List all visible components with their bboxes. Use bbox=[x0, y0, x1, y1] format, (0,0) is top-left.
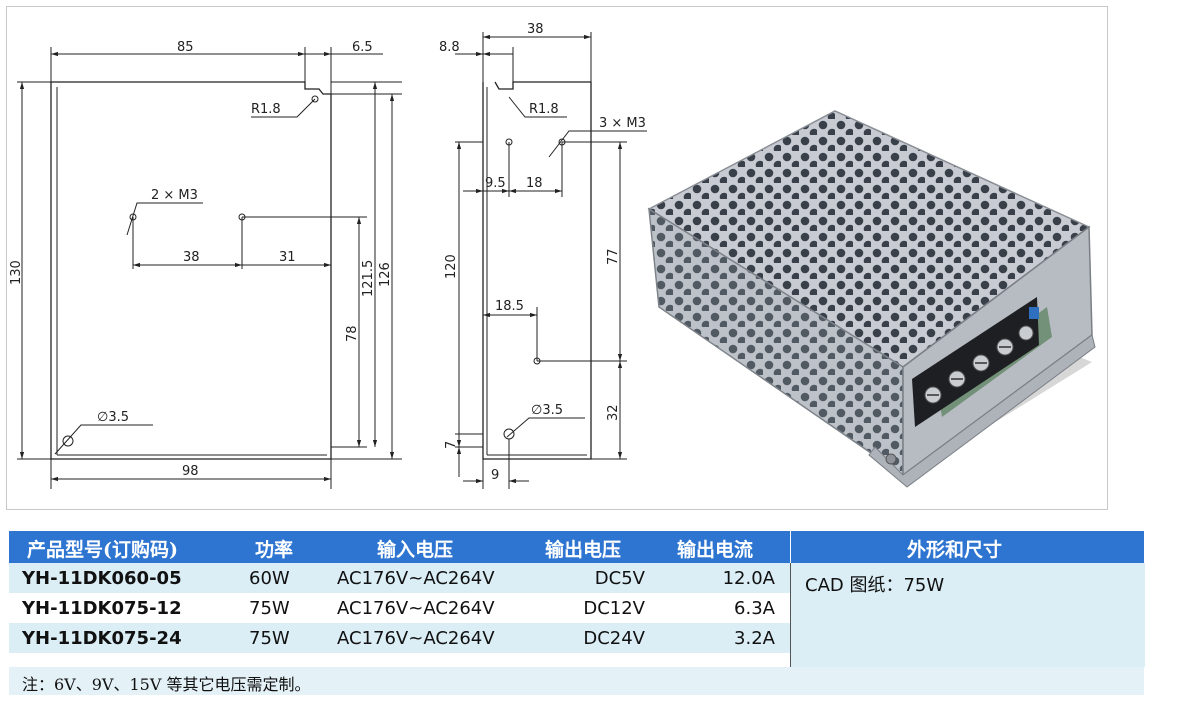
dim-120: 120 bbox=[444, 254, 459, 279]
table-header: 产品型号(订购码) 功率 输入电压 输出电压 输出电流 外形和尺寸 bbox=[9, 531, 1144, 563]
dim-130: 130 bbox=[9, 260, 24, 285]
dim-9-5: 9.5 bbox=[485, 176, 506, 191]
header-output-voltage: 输出电压 bbox=[545, 539, 622, 561]
header-input-voltage: 输入电压 bbox=[377, 539, 454, 561]
cell-input: AC176V~AC264V bbox=[337, 628, 495, 649]
dim-6-5: 6.5 bbox=[352, 40, 373, 55]
table-row: YH-11DK060-05 60W AC176V~AC264V DC5V 12.… bbox=[9, 563, 790, 593]
dimension-drawing: 85 6.5 R1.8 2 × M3 38 31 121.5 126 130 7… bbox=[9, 22, 1096, 489]
spec-table: 产品型号(订购码) 功率 输入电压 输出电压 输出电流 外形和尺寸 YH-11D… bbox=[9, 531, 1145, 667]
cell-output-voltage: DC12V bbox=[583, 598, 645, 619]
power-supply-photo bbox=[647, 110, 1096, 488]
footnote: 注：6V、9V、15V 等其它电压需定制。 bbox=[9, 667, 1144, 695]
side-view-drawing bbox=[455, 32, 647, 489]
table-row: YH-11DK075-24 75W AC176V~AC264V DC24V 3.… bbox=[9, 623, 790, 653]
dim-7: 7 bbox=[444, 441, 459, 449]
top-view-dims: 85 6.5 R1.8 2 × M3 38 31 121.5 126 130 7… bbox=[9, 40, 393, 479]
dim-98: 98 bbox=[182, 464, 199, 479]
cell-power: 60W bbox=[249, 568, 290, 589]
cell-output-voltage: DC5V bbox=[594, 568, 645, 589]
cad-drawing-link[interactable]: CAD 图纸：75W bbox=[805, 575, 945, 596]
drawing-panel: 85 6.5 R1.8 2 × M3 38 31 121.5 126 130 7… bbox=[6, 6, 1108, 510]
cell-power: 75W bbox=[249, 598, 290, 619]
side-view-dims: 8.8 38 R1.8 3 × M3 9.5 18 120 77 18.5 ∅3… bbox=[439, 22, 646, 483]
header-divider bbox=[790, 531, 791, 563]
dim-18: 18 bbox=[526, 176, 543, 191]
dim-side-hole-3-5: ∅3.5 bbox=[531, 403, 563, 418]
dim-3xm3: 3 × M3 bbox=[599, 116, 646, 131]
header-output-current: 输出电流 bbox=[677, 539, 754, 561]
dim-121-5: 121.5 bbox=[361, 260, 376, 297]
dim-side-r1-8: R1.8 bbox=[529, 102, 559, 117]
header-power: 功率 bbox=[255, 539, 294, 561]
dim-31: 31 bbox=[279, 250, 296, 265]
header-shape-size: 外形和尺寸 bbox=[907, 539, 1003, 561]
cell-model: YH-11DK075-12 bbox=[22, 598, 182, 619]
table-row: YH-11DK075-12 75W AC176V~AC264V DC12V 6.… bbox=[9, 593, 790, 623]
dim-hole-3-5: ∅3.5 bbox=[97, 410, 129, 425]
dim-85: 85 bbox=[177, 40, 194, 55]
shape-cell: CAD 图纸：75W bbox=[790, 563, 1145, 667]
dim-32: 32 bbox=[606, 404, 621, 421]
dim-38-width: 38 bbox=[527, 22, 544, 37]
header-model: 产品型号(订购码) bbox=[27, 539, 178, 561]
footnote-text: 注：6V、9V、15V 等其它电压需定制。 bbox=[22, 675, 311, 694]
dim-r1-8: R1.8 bbox=[251, 102, 281, 117]
dim-126: 126 bbox=[378, 262, 393, 287]
cell-power: 75W bbox=[249, 628, 290, 649]
cell-input: AC176V~AC264V bbox=[337, 598, 495, 619]
dim-38: 38 bbox=[183, 250, 200, 265]
cell-output-voltage: DC24V bbox=[583, 628, 645, 649]
cell-input: AC176V~AC264V bbox=[337, 568, 495, 589]
dim-78: 78 bbox=[345, 325, 360, 342]
cell-model: YH-11DK075-24 bbox=[22, 628, 182, 649]
cell-model: YH-11DK060-05 bbox=[22, 568, 182, 589]
dim-9: 9 bbox=[491, 468, 499, 483]
dim-18-5: 18.5 bbox=[495, 299, 524, 314]
cell-output-current: 12.0A bbox=[722, 568, 775, 589]
top-view-drawing bbox=[17, 47, 402, 489]
dim-2xm3: 2 × M3 bbox=[151, 188, 198, 203]
row-spacer bbox=[9, 653, 790, 667]
cell-output-current: 6.3A bbox=[734, 598, 775, 619]
dim-8-8: 8.8 bbox=[439, 40, 460, 55]
dim-77: 77 bbox=[606, 248, 621, 265]
cell-output-current: 3.2A bbox=[734, 628, 775, 649]
